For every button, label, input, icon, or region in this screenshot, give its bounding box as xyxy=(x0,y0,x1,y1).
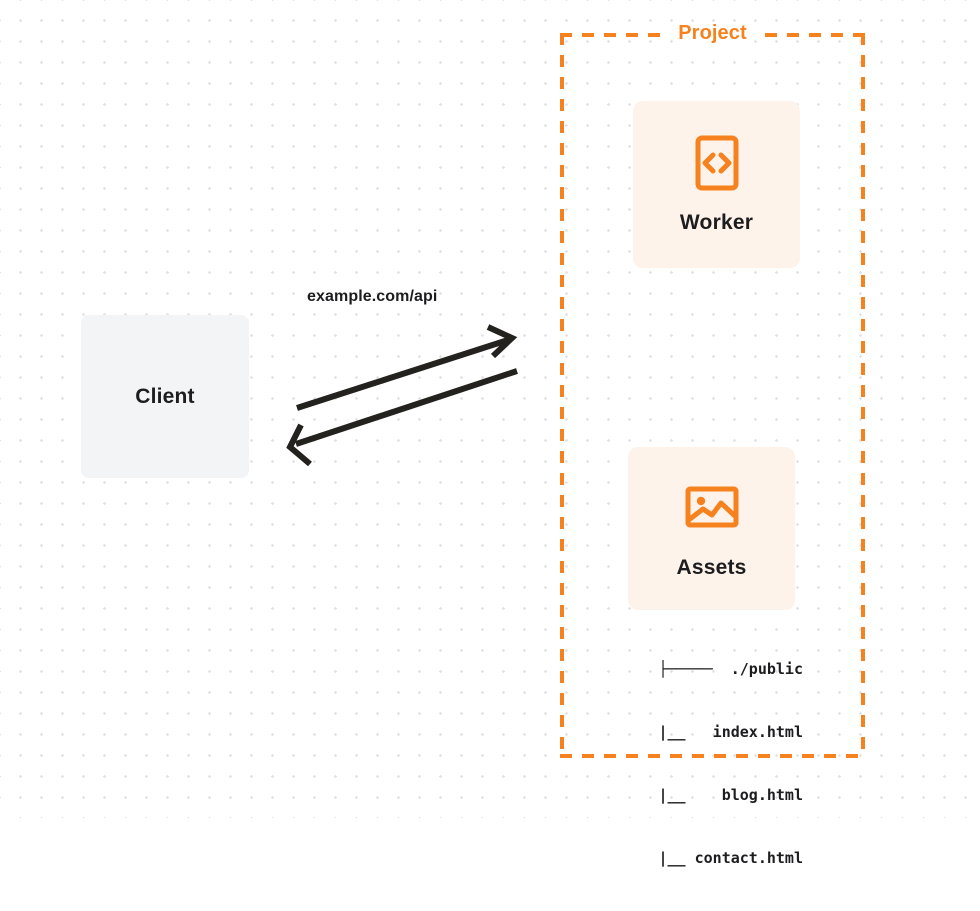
response-arrow xyxy=(286,368,518,467)
project-border-bottom xyxy=(560,754,865,758)
worker-node[interactable]: Worker xyxy=(633,101,800,268)
code-brackets-icon xyxy=(695,135,738,191)
project-container: Project xyxy=(560,23,865,758)
file-tree-row: |__ contact.html xyxy=(631,849,803,867)
diagram-canvas: Client example.com/api Project Worker xyxy=(81,23,865,867)
project-border-right xyxy=(861,33,865,758)
connection-label: example.com/api xyxy=(307,288,438,305)
file-tree-row: |__ blog.html xyxy=(631,786,803,804)
assets-label: Assets xyxy=(676,555,747,579)
file-tree-row: ├───── ./public xyxy=(658,660,804,678)
image-icon xyxy=(685,486,738,527)
worker-label: Worker xyxy=(679,211,754,234)
project-border-top-left xyxy=(560,33,664,37)
connection-arrows xyxy=(286,324,518,467)
client-label: Client xyxy=(135,384,195,408)
project-title: Project xyxy=(674,23,751,43)
request-arrow xyxy=(296,324,518,411)
assets-file-tree: ├───── ./public |__ index.html |__ blog.… xyxy=(608,617,803,911)
file-tree-row: |__ index.html xyxy=(631,723,803,741)
project-border-left xyxy=(560,33,564,758)
assets-node[interactable]: Assets xyxy=(628,447,795,610)
project-border-top-right xyxy=(761,33,865,37)
client-node[interactable]: Client xyxy=(81,315,249,478)
